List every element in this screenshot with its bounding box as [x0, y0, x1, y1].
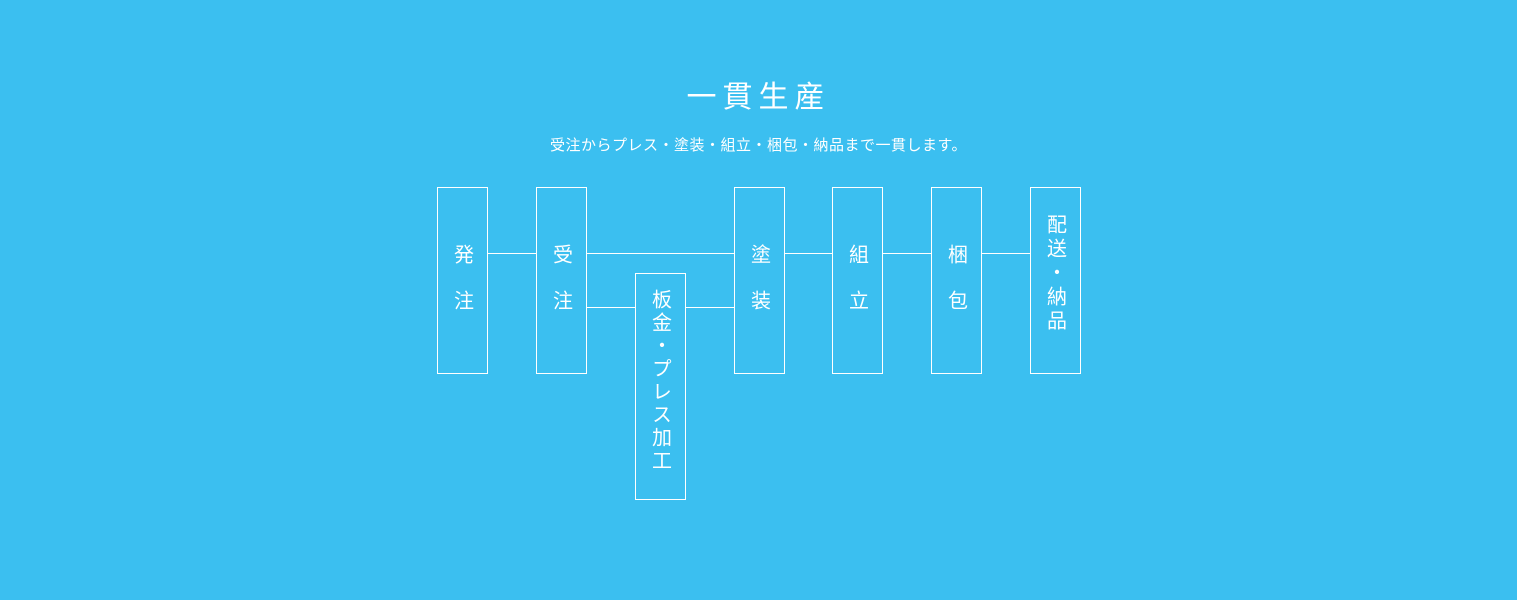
step-receive: 受注 [536, 187, 587, 374]
step-delivery-label: 配送・納品 [1043, 214, 1068, 334]
step-packing-label: 梱包 [944, 244, 969, 336]
step-painting: 塗装 [734, 187, 785, 374]
connector-assembly-packing [882, 253, 931, 255]
step-order-label: 発注 [450, 244, 475, 336]
step-order: 発注 [437, 187, 488, 374]
connector-order-receive [487, 253, 536, 255]
step-assembly: 組立 [832, 187, 883, 374]
connector-packing-delivery [981, 253, 1030, 255]
step-sheetmetal: 板金・プレス加工 [635, 273, 686, 500]
connector-receive-sheetmetal [586, 307, 635, 309]
connector-painting-assembly [784, 253, 832, 255]
page-title: 一貫生産 [686, 80, 831, 115]
connector-sheetmetal-painting [685, 307, 734, 309]
connector-receive-painting [586, 253, 734, 255]
step-sheetmetal-label: 板金・プレス加工 [648, 289, 673, 473]
step-receive-label: 受注 [549, 244, 574, 336]
step-delivery: 配送・納品 [1030, 187, 1081, 374]
step-painting-label: 塗装 [747, 244, 772, 336]
page-subtitle: 受注からプレス・塗装・組立・梱包・納品まで一貫します。 [549, 136, 967, 154]
step-assembly-label: 組立 [845, 244, 870, 336]
step-packing: 梱包 [931, 187, 982, 374]
